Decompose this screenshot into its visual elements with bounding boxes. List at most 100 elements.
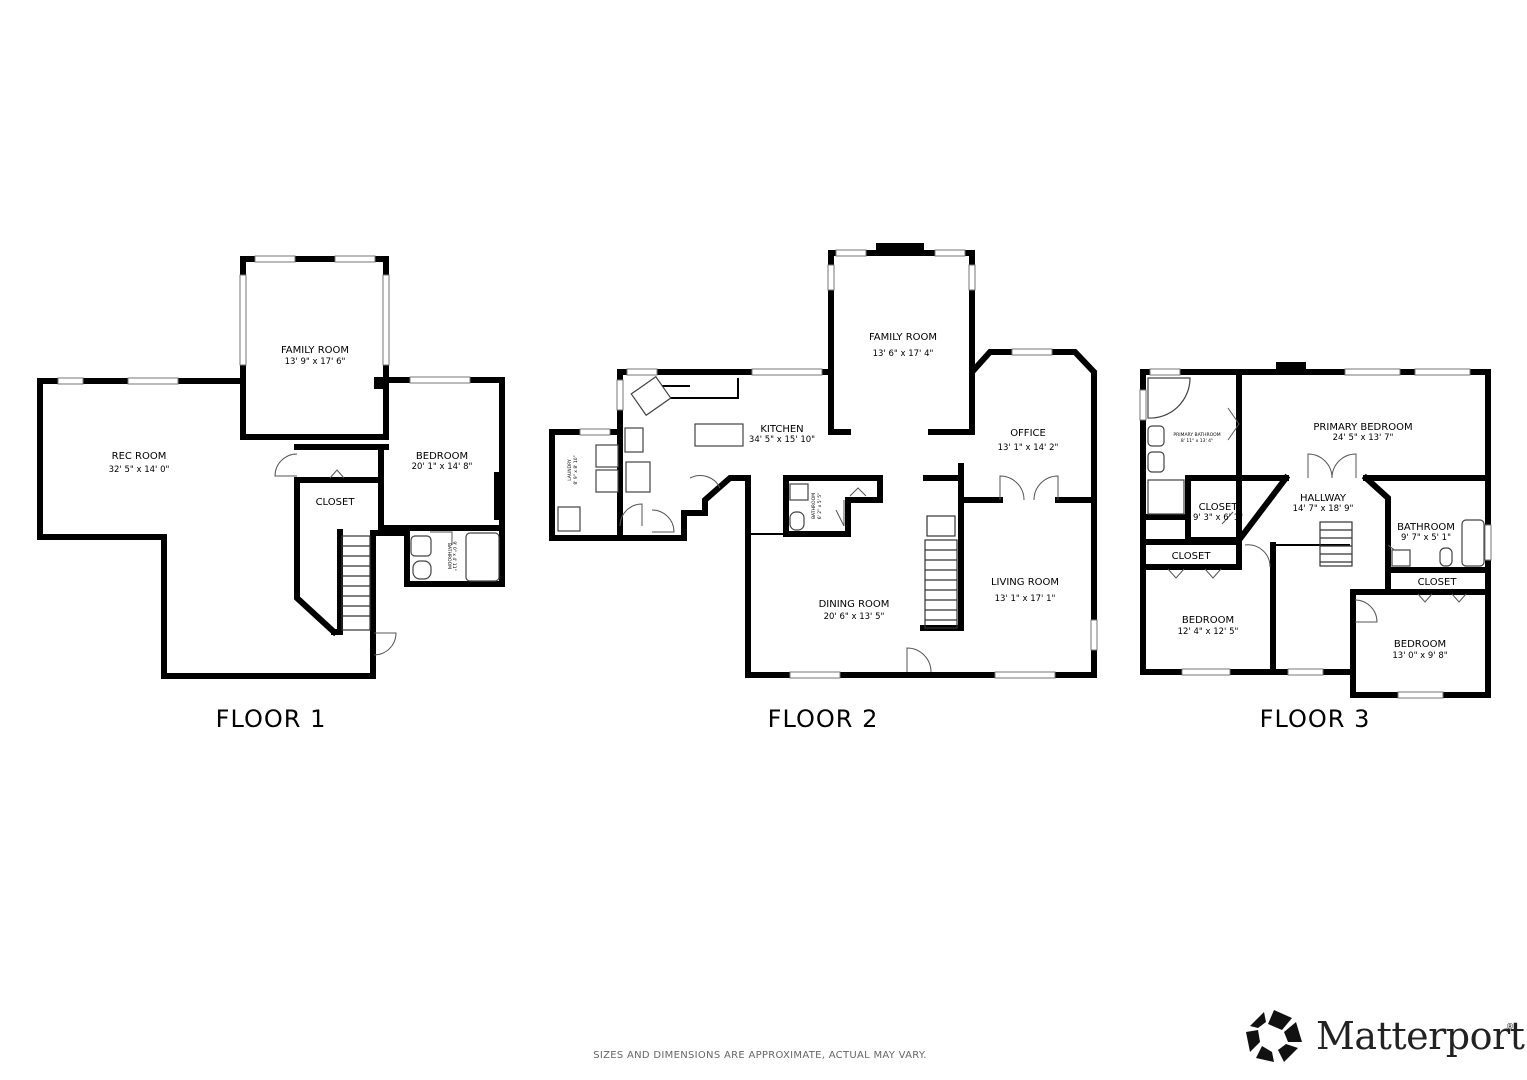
floor-label: FLOOR 1: [216, 705, 327, 733]
matterport-mark-icon: [1246, 1010, 1302, 1062]
sink-fixture: [1147, 451, 1165, 473]
brand-name: Matterport: [1316, 1014, 1525, 1058]
window: [239, 274, 247, 366]
closet-door: [329, 469, 345, 479]
sink-fixture: [1391, 549, 1411, 567]
floor-1-wall-thick: [494, 472, 502, 520]
room-dimensions: 13' 1" x 17' 1": [995, 594, 1056, 604]
room-dimensions: 9' 0" x 4' 11": [451, 541, 457, 570]
room-dimensions: 9' 7" x 5' 1": [1401, 533, 1451, 543]
window: [1181, 668, 1231, 676]
washer-fixture: [595, 444, 619, 468]
room-name: CLOSET: [1172, 551, 1212, 562]
fireplace: [876, 243, 924, 255]
room-name: HALLWAY: [1300, 493, 1347, 504]
window: [127, 377, 179, 385]
floor-2-office-wall: [958, 463, 1097, 503]
front-door: [906, 647, 932, 673]
door-swing: [689, 475, 721, 489]
floor-label: FLOOR 2: [768, 705, 879, 733]
bath-closet-door: [1227, 407, 1240, 441]
room-name: PRIMARY BEDROOM: [1313, 422, 1412, 433]
room-dimensions: 8' 9" x 8' 10": [573, 455, 579, 484]
window: [1397, 691, 1444, 699]
primary-bedroom-doors: [1307, 453, 1357, 479]
window: [579, 428, 611, 436]
room-name: OFFICE: [1010, 428, 1046, 439]
disclaimer-note: SIZES AND DIMENSIONS ARE APPROXIMATE, AC…: [593, 1050, 927, 1061]
room-dimensions: 13' 6" x 17' 4": [873, 349, 934, 359]
bathtub-fixture: [1461, 519, 1485, 567]
window: [835, 249, 867, 257]
floor-3-closet-b: [1140, 539, 1242, 570]
room-name: BEDROOM: [416, 451, 468, 462]
room-name: LAUNDRY: [567, 459, 573, 481]
room-name: CLOSET: [1418, 577, 1458, 588]
sink-fixture: [1147, 425, 1165, 447]
window: [616, 379, 624, 411]
corner-tub: [1147, 377, 1191, 419]
door-swing: [835, 500, 845, 527]
kitchen-sink: [630, 375, 672, 417]
floor-3-angled-wall: [1234, 473, 1291, 545]
closet-door: [849, 487, 867, 497]
door-swing: [430, 531, 453, 545]
door-swing: [1244, 544, 1271, 568]
window: [789, 671, 841, 679]
room-name: BATHROOM: [446, 543, 452, 569]
window: [751, 368, 823, 376]
sink-fixture: [789, 483, 809, 501]
fridge-fixture: [625, 461, 651, 493]
room-name: BEDROOM: [1182, 615, 1234, 626]
window: [1139, 389, 1147, 421]
room-dimensions: 14' 7" x 18' 9": [1293, 504, 1354, 514]
room-name: DINING ROOM: [819, 599, 890, 610]
window: [827, 264, 835, 291]
office-french-doors: [999, 475, 1059, 501]
room-dimensions: 20' 1" x 14' 8": [412, 462, 473, 472]
window: [1149, 368, 1181, 376]
window: [382, 274, 390, 366]
floor-3-plan: PRIMARY BATHROOM 8' 11" x 13' 4" PRIMARY…: [1139, 362, 1492, 733]
floor-2-bathroom-wall: [783, 475, 883, 537]
room-name: FAMILY ROOM: [281, 345, 349, 356]
room-name: BEDROOM: [1394, 639, 1446, 650]
floor-3-closet-c-top: [1385, 567, 1491, 595]
room-name: PRIMARY BATHROOM: [1173, 432, 1220, 438]
window: [1090, 619, 1098, 651]
floor-label: FLOOR 3: [1260, 705, 1371, 733]
window: [934, 249, 966, 257]
toilet-fixture: [789, 511, 805, 531]
window: [994, 671, 1056, 679]
shower-fixture: [1147, 479, 1185, 515]
window: [57, 377, 84, 385]
window: [1344, 368, 1401, 376]
room-name: FAMILY ROOM: [869, 332, 937, 343]
closet-doors: [1167, 568, 1222, 579]
window: [1484, 524, 1492, 561]
room-dimensions: 12' 4" x 12' 5": [1178, 627, 1239, 637]
room-dimensions: 6' 2" x 5' 5": [817, 493, 823, 519]
floor-3-bathroom-wall: [1361, 473, 1391, 573]
window: [1011, 348, 1053, 356]
window: [1414, 368, 1471, 376]
floor-1-plan: REC ROOM 32' 5" x 14' 0" FAMILY ROOM 13'…: [37, 255, 505, 733]
bathtub-fixture: [465, 532, 500, 582]
room-dimensions: 32' 5" x 14' 0": [109, 465, 170, 475]
window: [409, 376, 471, 384]
floor-1-stairs: [341, 535, 371, 631]
floor-1-column: [374, 377, 383, 389]
door-swing: [651, 509, 675, 533]
room-name: LIVING ROOM: [991, 577, 1059, 588]
room-dimensions: 20' 6" x 13' 5": [824, 612, 885, 622]
room-dimensions: 34' 5" x 15' 10": [749, 435, 815, 445]
registered-mark: ®: [1506, 1022, 1514, 1031]
floor-2-family-room-wall-left: [828, 369, 851, 435]
door-swing: [373, 632, 397, 656]
floor-3-stairs: [1319, 521, 1353, 567]
stove-fixture: [624, 427, 644, 453]
window: [1287, 668, 1324, 676]
room-name: BATHROOM: [811, 493, 817, 519]
room-name: CLOSET: [1199, 502, 1239, 513]
